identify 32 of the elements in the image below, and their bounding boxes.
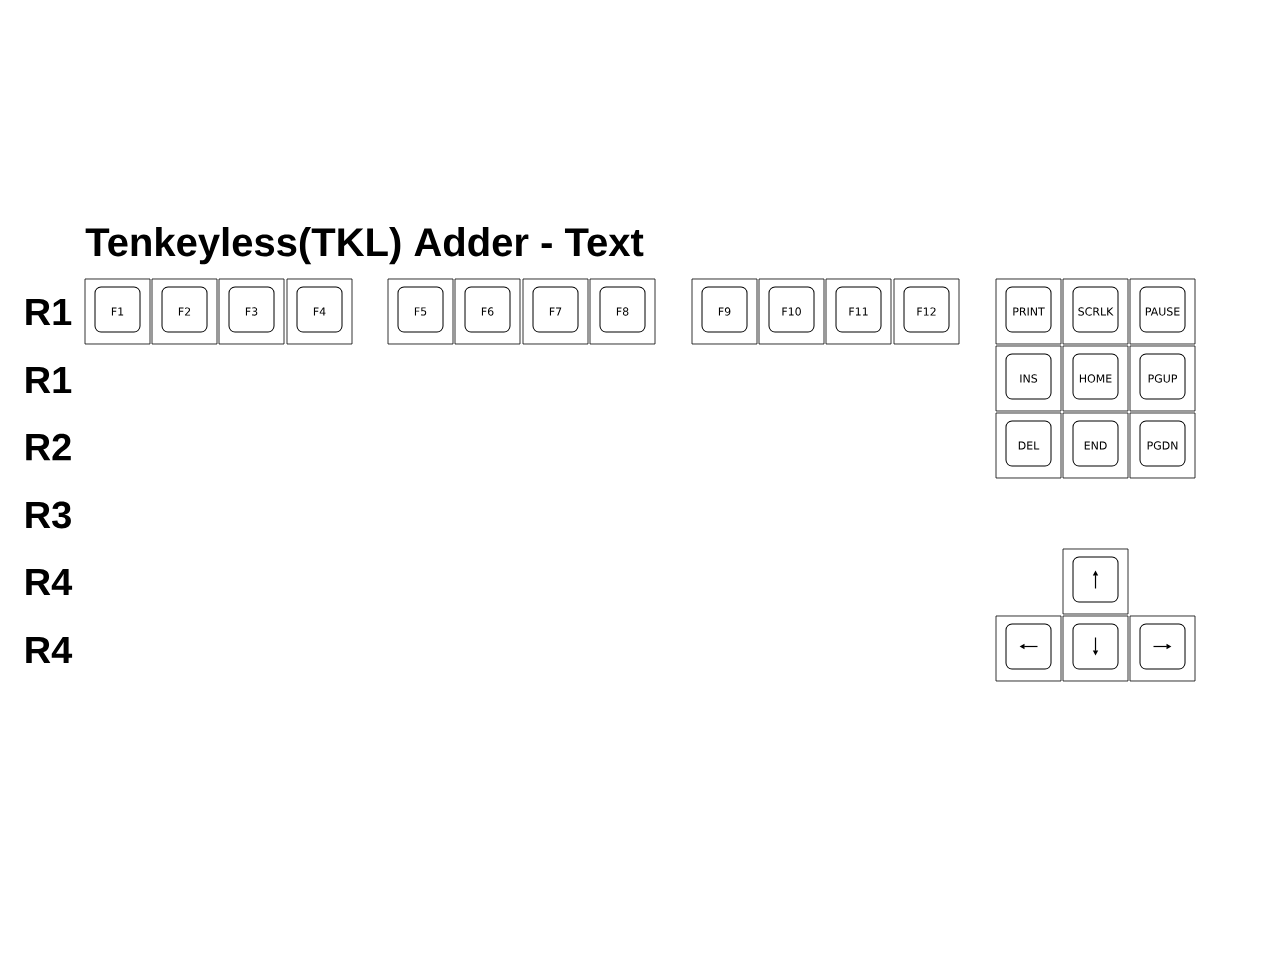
keycap: HOME — [1062, 345, 1129, 412]
keycap: PGUP — [1129, 345, 1196, 412]
arrow-key — [1062, 615, 1129, 682]
keycap: END — [1062, 412, 1129, 479]
keycap: F1 — [84, 278, 151, 345]
row-label: R1 — [26, 366, 72, 394]
row-label: R4 — [26, 568, 73, 596]
keycap: F8 — [589, 278, 656, 345]
keycap: F6 — [454, 278, 521, 345]
keycap: F7 — [522, 278, 589, 345]
keycap: PAUSE — [1129, 278, 1196, 345]
keycap: INS — [995, 345, 1062, 412]
row-label: R2 — [26, 433, 71, 461]
title: Tenkeyless(TKL) Adder - Text — [85, 227, 644, 265]
keycap: PGDN — [1129, 412, 1196, 479]
arrow-key — [1062, 548, 1129, 615]
arrow-key — [1129, 615, 1196, 682]
keycap: F4 — [286, 278, 353, 345]
keycap: DEL — [995, 412, 1062, 479]
keycap: F10 — [758, 278, 825, 345]
arrow-key — [995, 615, 1062, 682]
row-label: R1 — [26, 298, 72, 326]
keycap: F2 — [151, 278, 218, 345]
keycap: F5 — [387, 278, 454, 345]
keycap: F11 — [825, 278, 892, 345]
row-label: R4 — [26, 636, 73, 664]
keycap: SCRLK — [1062, 278, 1129, 345]
keycap: F12 — [893, 278, 960, 345]
row-label: R3 — [26, 501, 71, 529]
keycap: PRINT — [995, 278, 1062, 345]
keycap: F9 — [691, 278, 758, 345]
keycap: F3 — [218, 278, 285, 345]
